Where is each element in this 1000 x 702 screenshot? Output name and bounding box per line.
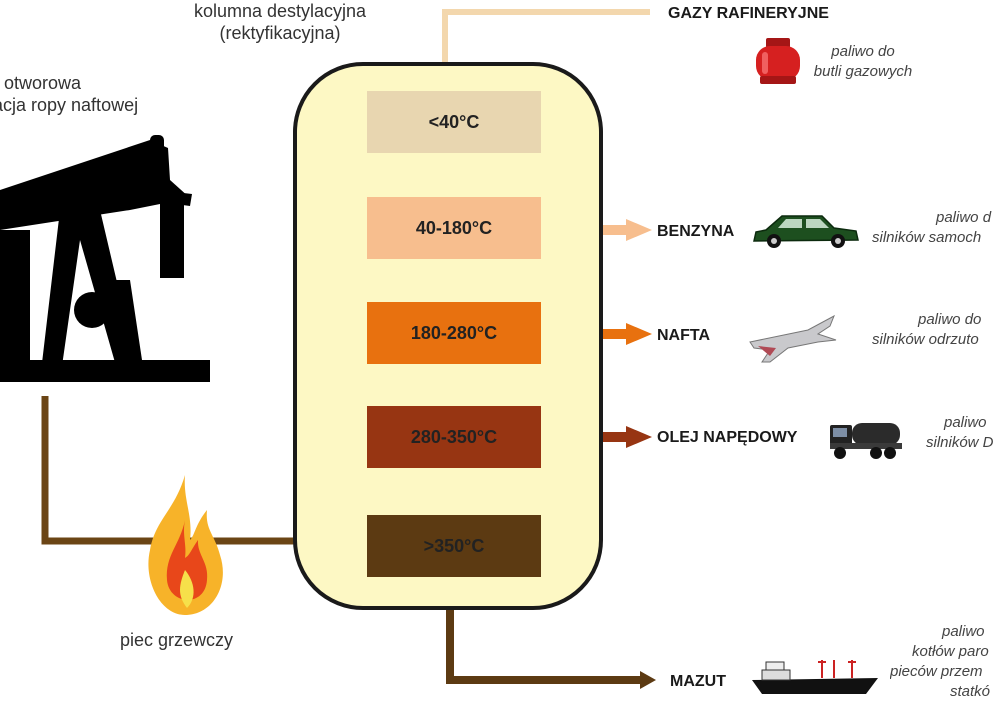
flame-icon (148, 475, 223, 615)
use-line: paliwo (944, 414, 987, 431)
fraction-temp: 40-180°C (415, 217, 493, 238)
fraction-temp: <40°C (428, 111, 480, 132)
mazut-pipe (446, 577, 640, 684)
use-line: paliwo (942, 623, 985, 640)
column-title-line1: kolumna destylacyjna (193, 1, 367, 21)
fraction-temp: 280-350°C (410, 426, 498, 447)
use-text-mazut: paliwo kotłów paro pieców przem statkó (890, 622, 1000, 702)
use-line: silników D (926, 434, 994, 451)
use-line: silników samoch (872, 229, 982, 246)
product-label-nafta: NAFTA (657, 327, 711, 344)
use-line: kotłów paro (912, 643, 989, 660)
use-line: silników odrzuto (872, 331, 979, 348)
use-text-olej: paliwo silników D (926, 413, 1000, 453)
column-title: kolumna destylacyjna (rektyfikacyjna) (150, 0, 410, 44)
use-line: paliwo do (831, 43, 895, 60)
car-icon (753, 215, 859, 248)
olej-arrow-head (626, 426, 652, 448)
use-text-nafta: paliwo do silników odrzuto (872, 310, 1000, 350)
use-line: butli gazowych (813, 63, 913, 80)
ship-icon (752, 660, 878, 694)
gas-cylinder-icon (756, 38, 800, 84)
furnace-label: piec grzewczy (120, 630, 234, 650)
pump-jack-icon (0, 135, 210, 382)
use-line: pieców przem (890, 663, 983, 680)
fraction-box-olej: 280-350°C (367, 406, 541, 468)
product-label-gas: GAZY RAFINERYJNE (668, 5, 829, 22)
product-label-olej: OLEJ NAPĘDOWY (657, 429, 798, 446)
fraction-box-nafta: 180-280°C (367, 302, 541, 364)
truck-icon (830, 423, 902, 459)
nafta-arrow-head (626, 323, 652, 345)
jet-plane-icon (749, 314, 837, 363)
pump-label-line1: otworowa (4, 73, 82, 93)
fraction-temp: 180-280°C (410, 322, 498, 343)
fraction-temp: >350°C (423, 535, 485, 556)
fraction-box-gas: <40°C (367, 91, 541, 153)
use-line: paliwo d (936, 209, 992, 226)
pump-label-line2: tacja ropy naftowej (0, 95, 139, 115)
pump-label: otworowa tacja ropy naftowej (0, 72, 228, 116)
fraction-box-mazut: >350°C (367, 515, 541, 577)
fraction-box-benzyna: 40-180°C (367, 197, 541, 259)
product-label-benzyna: BENZYNA (657, 223, 735, 240)
column-title-line2: (rektyfikacyjna) (219, 23, 341, 43)
use-line: paliwo do (918, 311, 982, 328)
crude-oil-pipe (41, 396, 362, 545)
use-line: statkó (950, 683, 991, 700)
use-text-benzyna: paliwo d silników samoch (872, 208, 1000, 248)
product-label-mazut: MAZUT (670, 673, 726, 690)
mazut-arrow-head (640, 671, 656, 689)
benzyna-arrow-head (626, 219, 652, 241)
use-text-gas: paliwo do butli gazowych (808, 42, 918, 82)
